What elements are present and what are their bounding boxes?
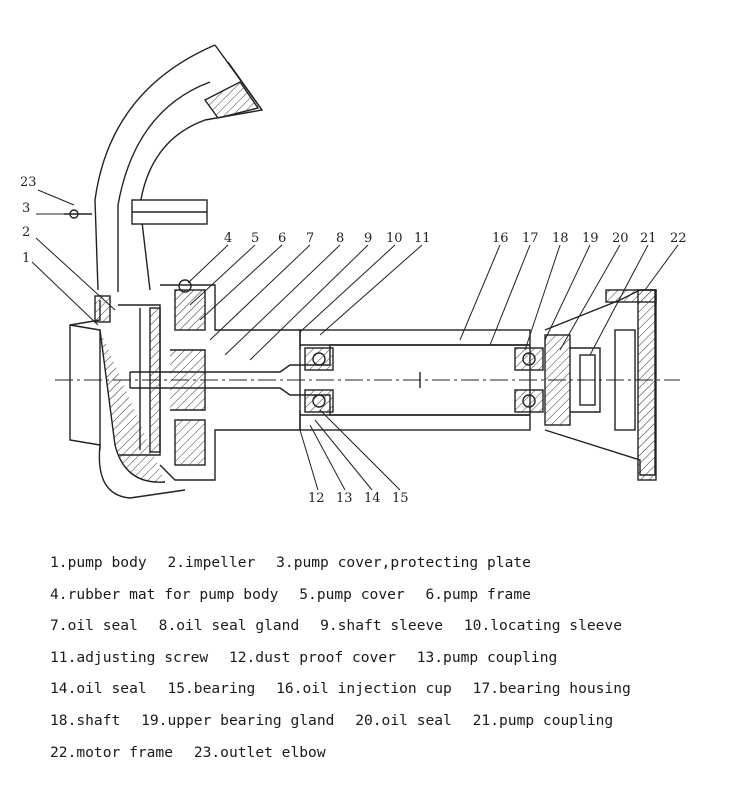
callout-14: 14 (364, 491, 381, 506)
callout-6: 6 (278, 231, 286, 246)
callout-13: 13 (336, 491, 353, 506)
legend-item: 5.pump cover (299, 585, 405, 603)
callout-4: 4 (224, 231, 232, 246)
legend-item: 9.shaft sleeve (320, 617, 444, 635)
legend-item: 15.bearing (167, 680, 256, 698)
callout-15: 15 (392, 491, 409, 506)
legend-line: 18.shaft 19.upper bearing gland 20.oil s… (50, 710, 740, 742)
legend-line: 14.oil seal 15.bearing 16.oil injection … (50, 678, 740, 710)
legend-line: 11.adjusting screw 12.dust proof cover 1… (50, 647, 740, 679)
legend-item: 23.outlet elbow (193, 743, 326, 761)
legend-line: 22.motor frame 23.outlet elbow (50, 742, 740, 774)
legend-item: 12.dust proof cover (228, 648, 396, 666)
callout-labels: 23 3 2 1 4 5 6 7 8 9 10 11 16 17 18 19 2… (20, 175, 687, 506)
legend-item: 16.oil injection cup (276, 680, 452, 698)
legend-item: 17.bearing housing (472, 680, 631, 698)
pump-body (69, 295, 186, 499)
pump-cross-section-diagram: 23 3 2 1 4 5 6 7 8 9 10 11 16 17 18 19 2… (20, 44, 687, 506)
callout-16: 16 (492, 231, 509, 246)
legend-item: 19.upper bearing gland (141, 711, 335, 729)
legend-item: 11.adjusting screw (50, 648, 209, 666)
legend-item: 8.oil seal gland (158, 617, 300, 635)
legend-item: 21.pump coupling (472, 711, 614, 729)
legend-line: 7.oil seal 8.oil seal gland 9.shaft slee… (50, 615, 740, 647)
callout-18: 18 (552, 231, 569, 246)
legend-item: 6.pump frame (425, 585, 531, 603)
callout-22: 22 (670, 231, 687, 246)
callout-7: 7 (306, 231, 314, 246)
legend-item: 18.shaft (50, 711, 121, 729)
callout-12: 12 (308, 491, 325, 506)
outlet-elbow (64, 44, 264, 292)
callout-5: 5 (251, 231, 259, 246)
legend-item: 14.oil seal (50, 680, 147, 698)
pump-cover (159, 279, 301, 481)
legend-item: 7.oil seal (50, 617, 138, 635)
callout-2: 2 (22, 225, 30, 240)
motor-frame (544, 289, 657, 481)
legend-line: 4.rubber mat for pump body 5.pump cover … (50, 584, 740, 616)
legend-item: 10.locating sleeve (463, 617, 623, 635)
bearing-housing (299, 329, 544, 431)
legend-item: 20.oil seal (355, 711, 452, 729)
callout-17: 17 (522, 231, 539, 246)
legend-item: 22.motor frame (50, 743, 174, 761)
legend-item: 13.pump coupling (416, 648, 558, 666)
leader-lines (31, 189, 679, 491)
callout-23: 23 (20, 175, 37, 190)
callout-3: 3 (22, 201, 30, 216)
callout-20: 20 (612, 231, 629, 246)
callout-9: 9 (364, 231, 372, 246)
legend-item: 2.impeller (167, 554, 256, 571)
callout-19: 19 (582, 231, 599, 246)
callout-8: 8 (336, 231, 344, 246)
callout-11: 11 (414, 231, 431, 246)
legend-item: 4.rubber mat for pump body (50, 585, 279, 603)
parts-legend: 1.pump body 2.impeller 3.pump cover,prot… (50, 552, 740, 773)
callout-21: 21 (640, 231, 657, 246)
legend-line: 1.pump body 2.impeller 3.pump cover,prot… (50, 552, 740, 584)
callout-10: 10 (386, 231, 403, 246)
legend-item: 3.pump cover,protecting plate (276, 554, 531, 571)
callout-1: 1 (22, 251, 30, 266)
legend-item: 1.pump body (50, 554, 147, 571)
